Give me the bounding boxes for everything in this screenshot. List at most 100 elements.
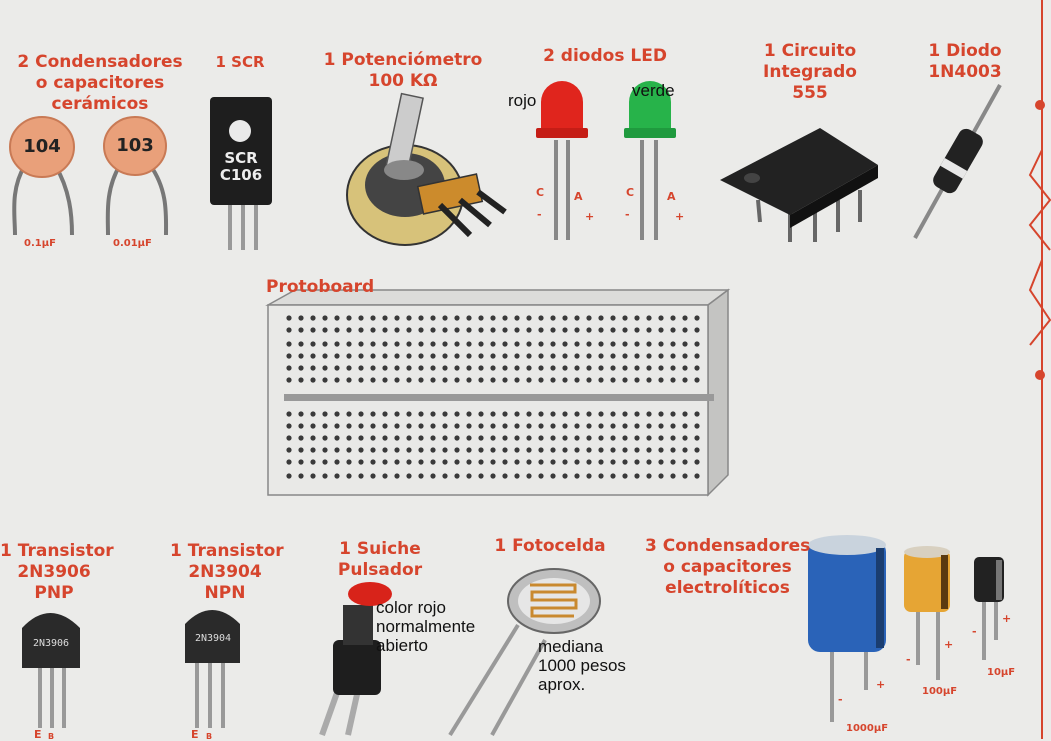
label-line: PNP <box>34 583 74 603</box>
electrolytic-capacitor-100uf <box>904 546 950 680</box>
protoboard-hole <box>610 459 616 465</box>
label-line: cerámicos <box>51 94 149 114</box>
label-line: 1 Suiche <box>339 539 421 559</box>
protoboard-hole <box>322 327 328 333</box>
protoboard-hole <box>658 411 664 417</box>
label-line: electrolíticos <box>665 578 790 598</box>
protoboard-hole <box>526 459 532 465</box>
protoboard-hole <box>478 459 484 465</box>
protoboard-hole <box>442 353 448 359</box>
label-diode: 1 Diodo 1N4003 <box>905 41 1025 83</box>
label-pnp-transistor: 1 Transistor 2N3906 PNP <box>0 541 114 604</box>
protoboard-hole <box>430 435 436 441</box>
protoboard-hole <box>550 459 556 465</box>
protoboard-hole <box>394 315 400 321</box>
protoboard-hole <box>418 435 424 441</box>
protoboard-hole <box>490 447 496 453</box>
protoboard-hole <box>442 435 448 441</box>
protoboard-hole <box>670 411 676 417</box>
protoboard-hole <box>406 459 412 465</box>
protoboard-hole <box>538 411 544 417</box>
cap1-code: 104 <box>23 136 61 157</box>
protoboard-hole <box>466 377 472 383</box>
protoboard-hole <box>430 377 436 383</box>
protoboard-hole <box>286 459 292 465</box>
protoboard-hole <box>382 423 388 429</box>
protoboard-hole <box>346 365 352 371</box>
protoboard-hole <box>574 353 580 359</box>
protoboard-hole <box>586 365 592 371</box>
protoboard-hole <box>646 377 652 383</box>
protoboard-hole <box>562 341 568 347</box>
label-line: o capacitores <box>663 557 792 577</box>
protoboard-hole <box>334 435 340 441</box>
protoboard-hole <box>562 315 568 321</box>
protoboard-hole <box>562 365 568 371</box>
protoboard-hole <box>586 411 592 417</box>
protoboard-hole <box>478 473 484 479</box>
elec-small-minus-label: - <box>972 625 977 638</box>
protoboard-holes <box>286 315 700 479</box>
protoboard-hole <box>322 423 328 429</box>
protoboard-hole <box>430 353 436 359</box>
protoboard-hole <box>322 411 328 417</box>
protoboard-hole <box>622 353 628 359</box>
protoboard-hole <box>406 365 412 371</box>
protoboard-hole <box>298 353 304 359</box>
protoboard-hole <box>490 459 496 465</box>
protoboard-hole <box>658 423 664 429</box>
label-line: 1 Transistor <box>170 541 284 561</box>
protoboard-hole <box>406 341 412 347</box>
protoboard-hole <box>682 365 688 371</box>
protoboard-hole <box>586 341 592 347</box>
protoboard-hole <box>658 435 664 441</box>
protoboard-hole <box>658 459 664 465</box>
protoboard-hole <box>562 473 568 479</box>
protoboard-hole <box>646 447 652 453</box>
protoboard-hole <box>310 341 316 347</box>
label-line: 1 Diodo <box>928 41 1002 61</box>
led-red-anode-label: A <box>574 190 583 203</box>
protoboard-hole <box>298 473 304 479</box>
protoboard-hole <box>382 473 388 479</box>
protoboard-hole <box>682 447 688 453</box>
protoboard-hole <box>322 447 328 453</box>
protoboard-hole <box>586 435 592 441</box>
protoboard-hole <box>418 447 424 453</box>
protoboard-hole <box>550 411 556 417</box>
protoboard-hole <box>622 459 628 465</box>
elec-big-value: 1000µF <box>846 723 889 734</box>
protoboard-hole <box>430 459 436 465</box>
protoboard-hole <box>454 423 460 429</box>
protoboard-hole <box>646 423 652 429</box>
protoboard-hole <box>370 327 376 333</box>
protoboard-hole <box>598 411 604 417</box>
protoboard-hole <box>310 327 316 333</box>
protoboard-hole <box>454 447 460 453</box>
elec-small-value: 10µF <box>987 667 1016 678</box>
protoboard-hole <box>346 423 352 429</box>
label-line: 2 Condensadores <box>17 52 183 72</box>
protoboard-hole <box>406 315 412 321</box>
protoboard-hole <box>358 365 364 371</box>
protoboard-hole <box>478 423 484 429</box>
protoboard-hole <box>682 353 688 359</box>
protoboard-hole <box>358 459 364 465</box>
protoboard-hole <box>454 377 460 383</box>
protoboard-hole <box>610 353 616 359</box>
protoboard-hole <box>526 341 532 347</box>
protoboard-hole <box>430 315 436 321</box>
protoboard-hole <box>502 435 508 441</box>
protoboard <box>265 288 731 497</box>
label-electrolytic-capacitors: 3 Condensadores o capacitores electrolít… <box>645 536 810 599</box>
protoboard-hole <box>550 315 556 321</box>
ceramic-capacitor-103 <box>103 116 169 236</box>
protoboard-hole <box>514 435 520 441</box>
protoboard-hole <box>382 411 388 417</box>
label-ceramic-capacitors: 2 Condensadores o capacitores cerámicos <box>15 52 185 115</box>
protoboard-hole <box>598 365 604 371</box>
cap2-code: 103 <box>116 135 154 156</box>
protoboard-hole <box>514 411 520 417</box>
protoboard-hole <box>394 473 400 479</box>
protoboard-hole <box>370 435 376 441</box>
